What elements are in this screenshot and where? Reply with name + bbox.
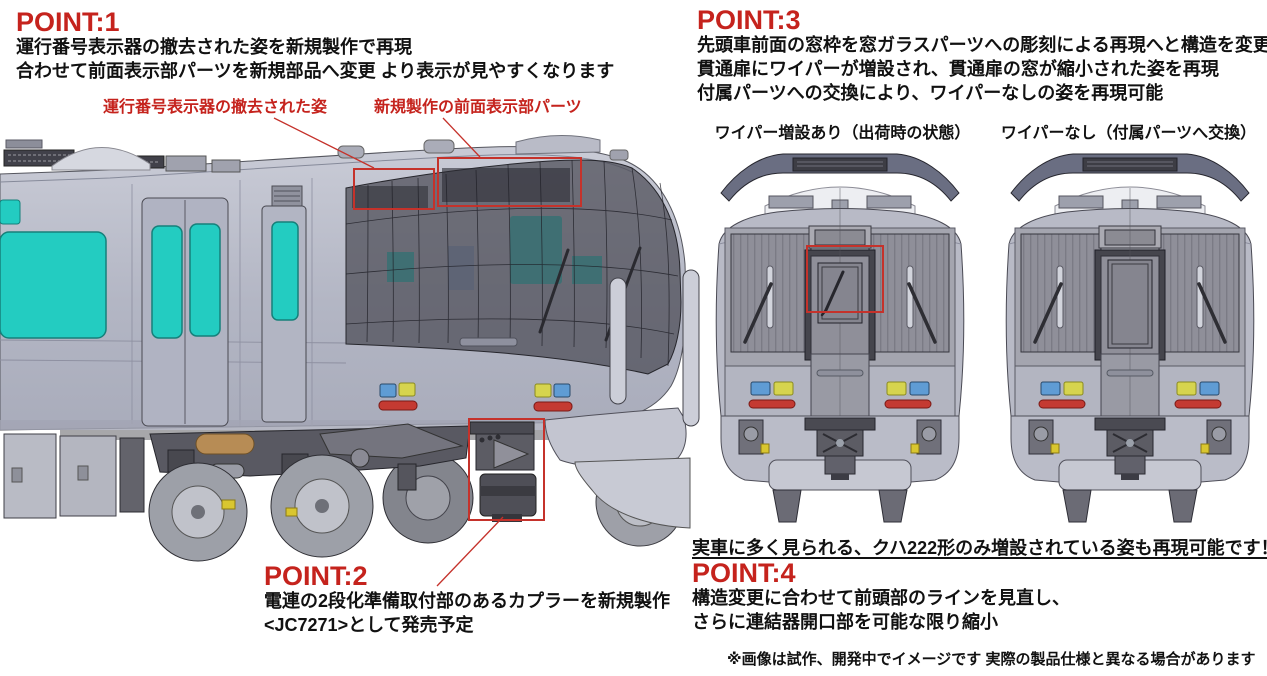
point3-heading: POINT:3 [697, 5, 801, 35]
disclaimer-note: ※画像は試作、開発中でイメージです 実際の製品仕様と異なる場合があります [727, 651, 1256, 668]
front-view-with-wiper-illustration [705, 148, 975, 528]
highlight-box-door-wiper [806, 245, 884, 313]
point4-line1: 構造変更に合わせて前頭部のラインを見直し、 [692, 588, 1070, 609]
point3-line3: 付属パーツへの交換により、ワイパーなしの姿を再現可能 [697, 83, 1164, 104]
point1-heading: POINT:1 [16, 7, 120, 37]
point3-block: POINT:3 先頭車前面の窓枠を窓ガラスパーツへの彫刻による再現へと構造を変更… [697, 6, 1267, 106]
point3-line1: 先頭車前面の窓枠を窓ガラスパーツへの彫刻による再現へと構造を変更 [697, 35, 1267, 56]
point2-line1: 電連の2段化準備取付部のあるカプラーを新規製作 [264, 591, 671, 612]
point3-line2: 貫通扉にワイパーが増設され、貫通扉の窓が縮小された姿を再現 [697, 59, 1219, 80]
point1-line1: 運行番号表示器の撤去された姿を新規製作で再現 [16, 37, 412, 58]
note-kuha222: 実車に多く見られる、クハ222形のみ増設されている姿も再現可能です！ [692, 538, 1267, 558]
highlight-box-removed-sign [353, 168, 435, 210]
highlight-box-coupler [468, 418, 545, 521]
front-view1-label: ワイパー増設あり（出荷時の状態） [714, 125, 971, 142]
front-view2-label: ワイパーなし（付属パーツへ交換） [1000, 125, 1257, 142]
point2-line2: <JC7271>として発売予定 [264, 615, 474, 636]
point1-block: POINT:1 運行番号表示器の撤去された姿を新規製作で再現 合わせて前面表示部… [16, 8, 614, 84]
door-wiper [824, 270, 845, 312]
point1-line2: 合わせて前面表示部パーツを新規部品へ変更 より表示が見やすくなります [16, 61, 615, 82]
front-view-without-wiper-illustration [995, 148, 1265, 528]
label-removed-sign: 運行番号表示器の撤去された姿 [103, 99, 328, 116]
point4-line2: さらに連結器開口部を可能な限り縮小 [692, 612, 998, 633]
point2-block: POINT:2 電連の2段化準備取付部のあるカプラーを新規製作 <JC7271>… [264, 562, 670, 638]
highlight-box-new-display [437, 157, 582, 207]
side-view-train-illustration [0, 135, 700, 562]
door-window-small [817, 262, 863, 324]
point2-heading: POINT:2 [264, 561, 368, 591]
label-new-display: 新規製作の前面表示部パーツ [374, 99, 582, 116]
point4-heading: POINT:4 [692, 558, 796, 588]
point4-block: POINT:4 構造変更に合わせて前頭部のラインを見直し、 さらに連結器開口部を… [692, 559, 1070, 635]
door-window-large [1107, 259, 1153, 349]
